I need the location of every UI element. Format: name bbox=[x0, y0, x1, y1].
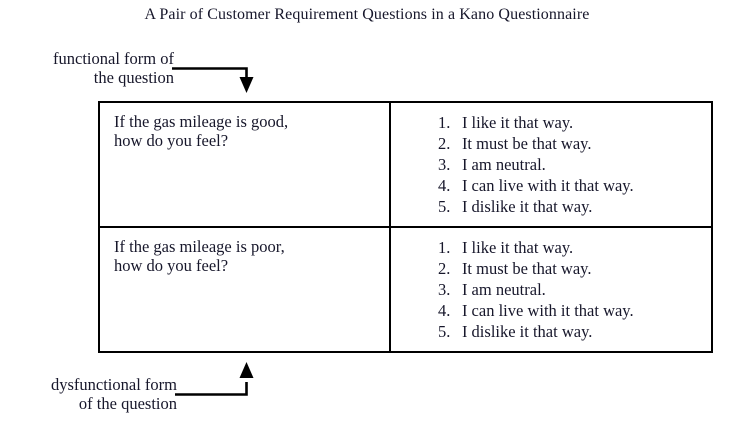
answer-number: 4. bbox=[437, 301, 451, 320]
answer-number: 2. bbox=[437, 134, 451, 153]
table-row: If the gas mileage is poor, how do you f… bbox=[99, 226, 712, 352]
answer-label: I dislike it that way. bbox=[461, 322, 593, 341]
answer-number: 5. bbox=[437, 197, 451, 216]
dysfunctional-question-cell: If the gas mileage is poor, how do you f… bbox=[99, 226, 391, 352]
list-item[interactable]: 4. I can live with it that way. bbox=[391, 175, 711, 196]
list-item[interactable]: 5. I dislike it that way. bbox=[391, 321, 711, 342]
answer-number: 1. bbox=[437, 238, 451, 257]
list-item[interactable]: 1. I like it that way. bbox=[391, 112, 711, 133]
answer-number: 3. bbox=[437, 280, 451, 299]
answer-label: It must be that way. bbox=[461, 134, 592, 153]
dysfunctional-answer-cell: 1. I like it that way. 2. It must be tha… bbox=[389, 226, 712, 352]
list-item[interactable]: 4. I can live with it that way. bbox=[391, 300, 711, 321]
answer-label: I am neutral. bbox=[461, 155, 546, 174]
page-title: A Pair of Customer Requirement Questions… bbox=[144, 6, 590, 23]
answer-number: 4. bbox=[437, 176, 451, 195]
answer-label: I can live with it that way. bbox=[461, 301, 634, 320]
list-item[interactable]: 3. I am neutral. bbox=[391, 154, 711, 175]
answer-number: 2. bbox=[437, 259, 451, 278]
list-item[interactable]: 1. I like it that way. bbox=[391, 237, 711, 258]
list-item[interactable]: 2. It must be that way. bbox=[391, 258, 711, 279]
functional-form-label: functional form of the question bbox=[53, 49, 174, 87]
answer-label: It must be that way. bbox=[461, 259, 592, 278]
dysfunctional-form-label: dysfunctional form of the question bbox=[50, 375, 177, 413]
answer-number: 3. bbox=[437, 155, 451, 174]
answer-label: I dislike it that way. bbox=[461, 197, 593, 216]
functional-question-cell: If the gas mileage is good, how do you f… bbox=[99, 102, 391, 227]
dysfunctional-form-connector bbox=[175, 362, 254, 396]
answer-option-list: 1. I like it that way. 2. It must be tha… bbox=[391, 103, 711, 217]
functional-answer-cell: 1. I like it that way. 2. It must be tha… bbox=[390, 102, 712, 227]
answer-label: I can live with it that way. bbox=[461, 176, 634, 195]
list-item[interactable]: 3. I am neutral. bbox=[391, 279, 711, 300]
answer-label: I like it that way. bbox=[461, 113, 574, 132]
answer-label: I am neutral. bbox=[461, 280, 546, 299]
answer-option-list: 1. I like it that way. 2. It must be tha… bbox=[391, 228, 711, 342]
list-item[interactable]: 2. It must be that way. bbox=[391, 133, 711, 154]
answer-number: 5. bbox=[437, 322, 451, 341]
question-text: If the gas mileage is good, how do you f… bbox=[114, 112, 289, 150]
up-arrow-icon bbox=[239, 362, 254, 378]
kano-questionnaire-table: If the gas mileage is good, how do you f… bbox=[98, 101, 713, 353]
list-item[interactable]: 5. I dislike it that way. bbox=[391, 196, 711, 217]
down-arrow-icon bbox=[239, 77, 254, 93]
answer-number: 1. bbox=[437, 113, 451, 132]
functional-form-connector bbox=[172, 67, 254, 93]
question-text: If the gas mileage is poor, how do you f… bbox=[114, 237, 285, 275]
answer-label: I like it that way. bbox=[461, 238, 574, 257]
table-row: If the gas mileage is good, how do you f… bbox=[99, 102, 712, 227]
